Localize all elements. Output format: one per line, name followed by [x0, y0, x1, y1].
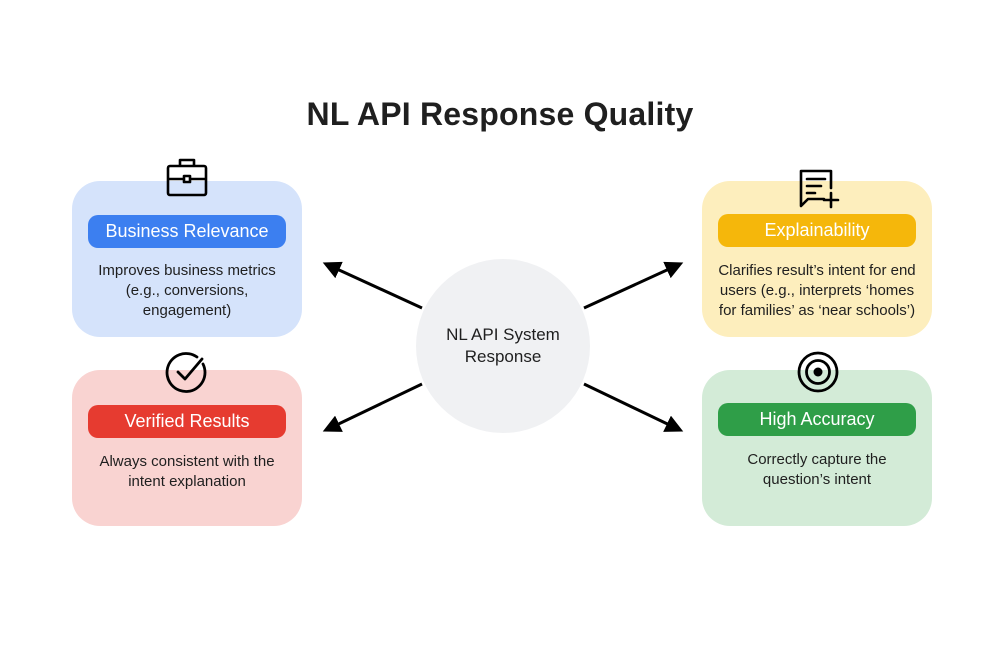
- check-circle-icon: [163, 348, 211, 396]
- description-line: users (e.g., interprets ‘homes: [719, 282, 915, 299]
- high-accuracy-description: Correctly capture the question’s intent: [712, 450, 922, 490]
- arrow-to-business: [322, 261, 423, 310]
- description-line: (e.g., conversions,: [125, 282, 249, 299]
- description-line: Improves business metrics: [98, 262, 276, 279]
- center-label-line: NL API System: [446, 325, 560, 344]
- explainability-card: Explainability Clarifies result’s intent…: [702, 181, 932, 337]
- briefcase-icon: [163, 153, 211, 201]
- verified-results-card: Verified Results Always consistent with …: [72, 370, 302, 526]
- description-line: intent explanation: [128, 473, 246, 490]
- center-label: NL API System Response: [416, 324, 590, 368]
- center-label-line: Response: [464, 347, 542, 366]
- high-accuracy-label: High Accuracy: [718, 403, 916, 436]
- high-accuracy-card: High Accuracy Correctly capture the ques…: [702, 370, 932, 526]
- arrow-to-accuracy: [583, 382, 684, 432]
- description-line: Clarifies result’s intent for end: [718, 262, 916, 279]
- description-line: for families’ as ‘near schools’): [718, 302, 916, 319]
- arrow-to-verified: [322, 382, 423, 432]
- center-node: NL API System Response: [416, 259, 590, 433]
- business-relevance-label: Business Relevance: [88, 215, 286, 248]
- arrow-to-explainability: [583, 261, 684, 310]
- business-relevance-description: Improves business metrics (e.g., convers…: [82, 261, 292, 321]
- description-line: engagement): [142, 302, 232, 319]
- business-relevance-card: Business Relevance Improves business met…: [72, 181, 302, 337]
- verified-results-description: Always consistent with the intent explan…: [82, 452, 292, 492]
- note-add-icon: [794, 166, 842, 214]
- description-line: Always consistent with the: [99, 453, 275, 470]
- description-line: Correctly capture the: [747, 451, 887, 468]
- target-icon: [794, 348, 842, 396]
- verified-results-label: Verified Results: [88, 405, 286, 438]
- explainability-description: Clarifies result’s intent for end users …: [712, 261, 922, 321]
- explainability-label: Explainability: [718, 214, 916, 247]
- description-line: question’s intent: [762, 471, 872, 488]
- page-title: NL API Response Quality: [306, 96, 694, 132]
